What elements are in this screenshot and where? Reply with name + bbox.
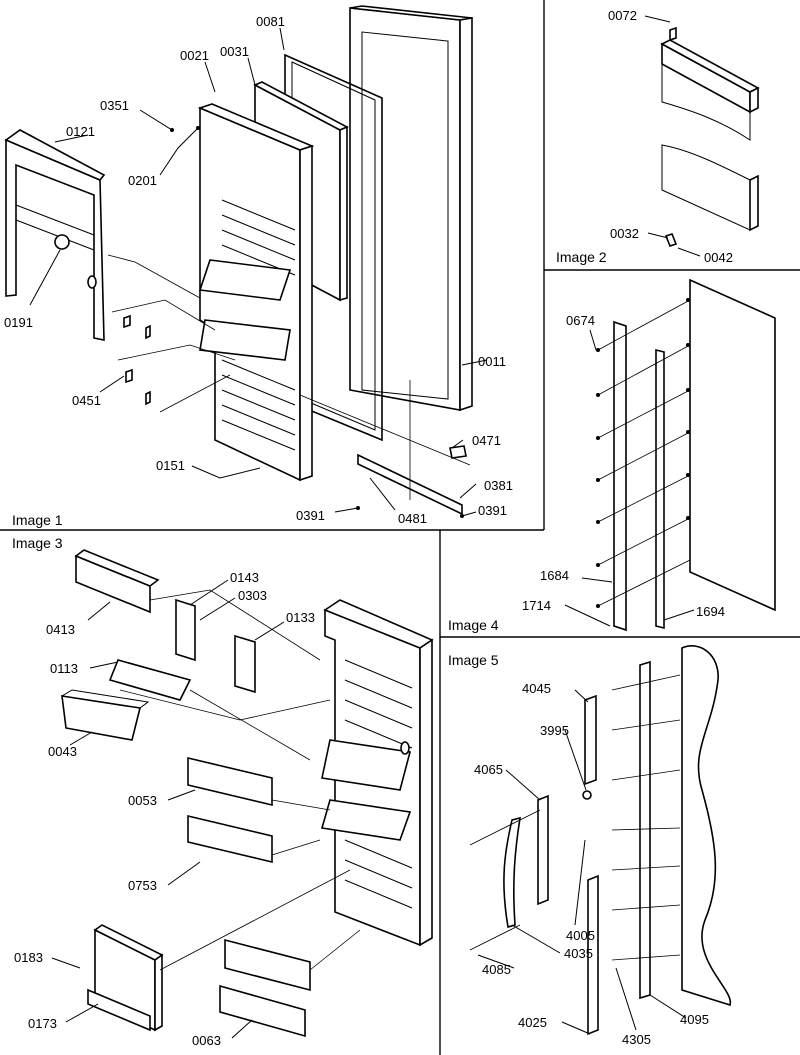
part-label: 0183	[14, 950, 43, 965]
part-label: 0173	[28, 1016, 57, 1031]
image-5-drawing	[469, 645, 732, 1036]
part-label: 0753	[128, 878, 157, 893]
part-label: 4095	[680, 1012, 709, 1027]
part-label: 3995	[540, 723, 569, 738]
part-label: 0021	[180, 48, 209, 63]
image-4-drawing	[564, 278, 776, 632]
image-1-title: Image 1	[12, 512, 63, 528]
part-label: 0081	[256, 14, 285, 29]
part-label: 0133	[286, 610, 315, 625]
part-label: 0072	[608, 8, 637, 23]
image-5-title: Image 5	[448, 652, 499, 668]
part-label: 0413	[46, 622, 75, 637]
part-label: 0391	[478, 503, 507, 518]
part-label: 4305	[622, 1032, 651, 1047]
part-label: 4005	[566, 928, 595, 943]
part-label: 0053	[128, 793, 157, 808]
part-label: 0151	[156, 458, 185, 473]
part-label: 0451	[72, 393, 101, 408]
image-4-title: Image 4	[448, 617, 499, 633]
part-label: 0391	[296, 508, 325, 523]
part-label: 0351	[100, 98, 129, 113]
part-label: 1714	[522, 598, 551, 613]
image-3-title: Image 3	[12, 535, 63, 551]
image-2-drawing	[644, 15, 760, 257]
part-label: 0113	[50, 661, 78, 676]
part-label: 0381	[484, 478, 513, 493]
image-2-title: Image 2	[556, 249, 607, 265]
part-label: 0303	[238, 588, 267, 603]
part-label: 0471	[472, 433, 501, 448]
part-label: 0031	[220, 44, 249, 59]
part-label: 4045	[522, 681, 551, 696]
part-label: 0201	[128, 173, 157, 188]
part-label: 0063	[192, 1033, 221, 1048]
part-label: 4025	[518, 1015, 547, 1030]
part-label: 0042	[704, 250, 733, 265]
part-label: 0043	[48, 744, 77, 759]
part-label: 0143	[230, 570, 259, 585]
part-label: 4065	[474, 762, 503, 777]
image-1-drawing	[4, 5, 488, 518]
part-label: 1694	[696, 604, 725, 619]
part-label: 0032	[610, 226, 639, 241]
image-3-drawing	[51, 549, 434, 1039]
part-label: 0674	[566, 313, 595, 328]
part-label: 4035	[564, 946, 593, 961]
part-label: 4085	[482, 962, 511, 977]
part-label: 0121	[66, 124, 95, 139]
part-label: 1684	[540, 568, 569, 583]
part-label: 0191	[4, 315, 33, 330]
part-label: 0481	[398, 511, 427, 526]
part-label: 0011	[478, 354, 506, 369]
